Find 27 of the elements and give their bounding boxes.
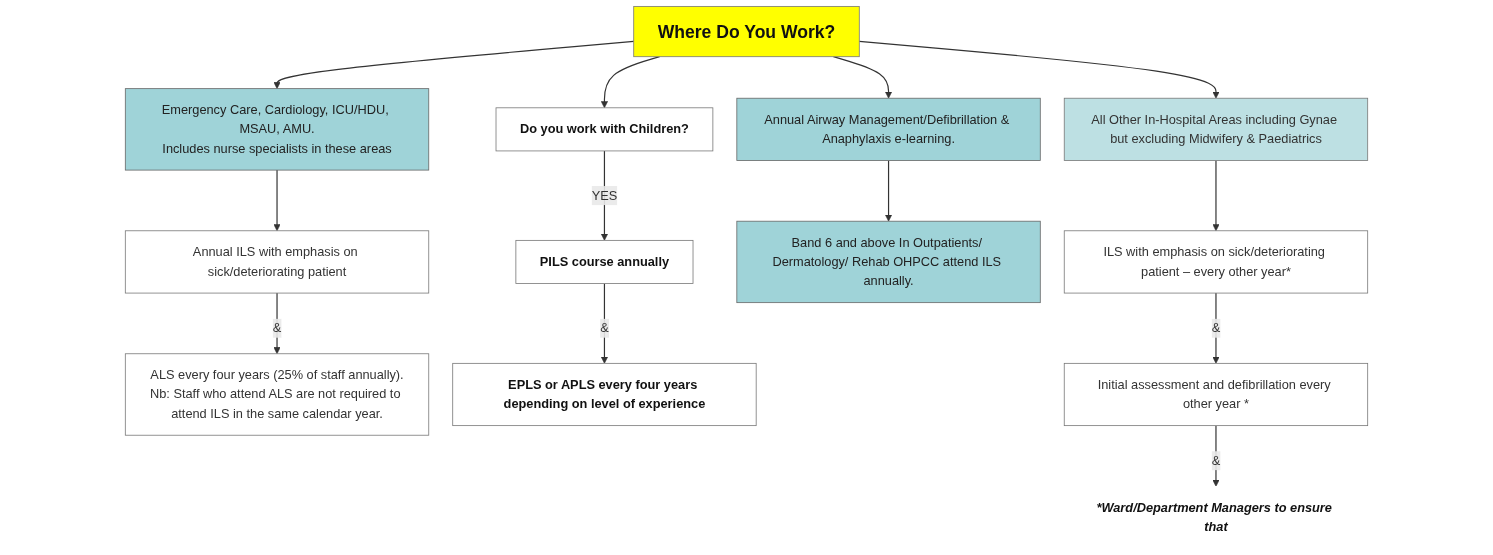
- arrow: [600, 282, 608, 364]
- node-text: *Ward/Department Managers to ensure that: [1096, 500, 1332, 534]
- edge-label: &: [1211, 321, 1221, 335]
- node-box: Band 6 and above In Outpatients/ Dermatology/ Rehab OHPCC attend ILS annually.: [736, 220, 1041, 304]
- node-box: ILS with emphasis on sick/deteriorating patient – every other year*: [1063, 230, 1369, 294]
- arrow: [858, 40, 1220, 99]
- node-box: Initial assessment and defibrillation every other year *: [1063, 362, 1369, 427]
- arrow: [1212, 425, 1220, 487]
- node-box: Annual Airway Management/Defibrillation & Anaphylaxis e-learning.: [736, 97, 1041, 161]
- node-box: ALS every four years (25% of staff annually). Nb: Staff who attend ALS are not required to attend ILS in the same calendar year.: [124, 353, 430, 436]
- node-box: EPLS or APLS every four years depending on level of experience: [452, 362, 757, 427]
- arrow: [273, 292, 281, 355]
- edge-label: YES: [591, 188, 618, 203]
- edge-label: &: [272, 321, 282, 335]
- arrow: [1212, 292, 1220, 364]
- edge-label: &: [600, 321, 609, 335]
- arrow: [273, 40, 635, 89]
- node-box: PILS course annually: [515, 239, 694, 284]
- node-box: All Other In-Hospital Areas including Gynae but excluding Midwifery & Paediatrics: [1063, 97, 1369, 161]
- edge-label: &: [1211, 453, 1221, 468]
- arrow: [885, 159, 893, 222]
- node-box: Do you work with Children?: [495, 107, 714, 152]
- arrow: [1212, 159, 1220, 232]
- node-box: Annual ILS with emphasis on sick/deteriorating patient: [124, 230, 430, 294]
- node-box: Where Do You Work?: [633, 6, 860, 58]
- node-box: Emergency Care, Cardiology, ICU/HDU, MSAU, AMU. Includes nurse specialists in these areas: [124, 88, 430, 171]
- arrow: [273, 169, 281, 232]
